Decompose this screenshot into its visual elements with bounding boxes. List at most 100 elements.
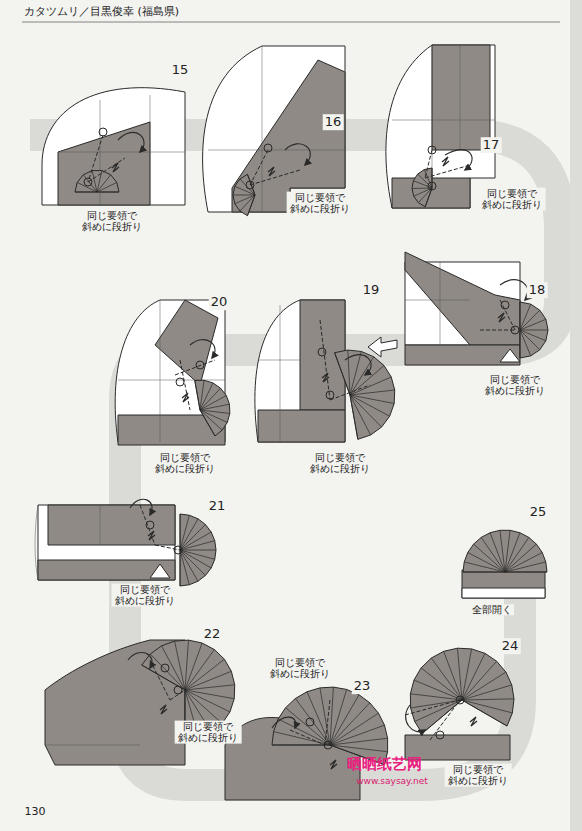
paper-back (405, 252, 520, 345)
pleat-symbol (498, 313, 505, 322)
pleat-line (320, 688, 330, 745)
valley-fold (250, 170, 300, 185)
watermark-url: www.saysay.net (354, 776, 430, 787)
instruction-note: 同じ要領で 斜めに段折り (482, 374, 549, 397)
pleat-line (520, 330, 521, 358)
valley-fold (325, 700, 330, 745)
paper-back (155, 300, 218, 385)
step-number: 24 (500, 638, 521, 654)
pleat-line (462, 700, 512, 713)
pleat-line (185, 650, 214, 690)
paper-face (38, 505, 175, 580)
shell-fan (412, 168, 432, 207)
step-number: 15 (170, 62, 191, 78)
valley-fold (140, 505, 155, 545)
pleat-line (350, 390, 395, 395)
valley-fold (290, 730, 325, 745)
pleat-line (462, 653, 485, 700)
pleat-line (350, 357, 374, 395)
pleat-line (462, 699, 514, 700)
step-figure (462, 530, 547, 598)
paper-back (58, 122, 150, 205)
pleat-line (200, 410, 215, 436)
reference-point (326, 391, 334, 399)
pleat-line (200, 410, 222, 430)
reference-point (174, 546, 182, 554)
turn-over-arrow (368, 337, 397, 357)
pleat-line (520, 330, 548, 331)
pleat-line (278, 719, 330, 745)
step-number: 22 (202, 626, 223, 642)
pleat-symbol (160, 705, 167, 714)
pleat-line (520, 302, 521, 330)
pleat-line (418, 174, 432, 188)
fold-arrow (285, 144, 310, 165)
pleat-line (505, 544, 536, 572)
pleat-line (490, 533, 505, 572)
reference-point (99, 128, 107, 136)
step-number: 20 (209, 294, 230, 310)
pleat-line (413, 181, 432, 188)
pleat-line (180, 550, 215, 559)
pleat-line (463, 572, 505, 573)
paper-back (258, 410, 345, 442)
valley-fold (320, 320, 330, 400)
pleat-symbol (470, 717, 477, 726)
pleat-symbol (148, 531, 155, 540)
paper-back (392, 178, 470, 208)
pleat-line (77, 182, 97, 192)
paper-face (42, 88, 185, 205)
fold-arrow (272, 717, 296, 728)
valley-fold (250, 150, 268, 185)
reference-point (161, 664, 169, 672)
valley-fold (88, 158, 125, 182)
pleat-line (464, 562, 505, 572)
pleat-symbol (330, 760, 337, 769)
step-figure (42, 88, 185, 205)
reference-point (246, 181, 254, 189)
pleat-line (462, 685, 512, 700)
step-number: 17 (481, 137, 502, 153)
step-figure (45, 640, 235, 765)
crease-line (258, 360, 300, 361)
step-figure (386, 45, 495, 208)
shell-fan (75, 171, 119, 192)
pleat-line (520, 330, 546, 341)
paper-face (386, 45, 495, 208)
pleat-line (462, 700, 507, 726)
paper-back (232, 60, 345, 212)
reference-point (436, 731, 444, 739)
pleat-line (180, 515, 189, 550)
reference-point (501, 301, 509, 309)
crease-line (150, 95, 151, 205)
instruction-note: 同じ要領で 斜めに段折り (287, 192, 354, 215)
valley-fold (150, 660, 170, 700)
paper-face (150, 564, 170, 578)
valley-fold (330, 385, 370, 400)
pleat-line (240, 195, 255, 211)
pleat-line (415, 700, 462, 721)
pleat-line (350, 395, 390, 416)
reference-point (176, 378, 184, 386)
step-figure (35, 499, 216, 586)
valley-fold (405, 700, 460, 715)
valley-fold (425, 165, 470, 178)
watermark: 晒晒纸艺网 (345, 755, 424, 773)
pleat-line (432, 168, 433, 188)
crease-line (160, 300, 161, 442)
pleat-line (330, 725, 385, 745)
crease-line (100, 505, 101, 545)
crease-line (118, 380, 225, 381)
paper-back (432, 45, 490, 150)
fold-arrow (190, 340, 215, 358)
shell-fan (272, 687, 388, 765)
pleat-line (457, 648, 462, 700)
instruction-note: 同じ要領で 斜めに段折り (267, 657, 334, 680)
guide-band (30, 135, 560, 785)
pleat-line (468, 552, 505, 572)
pleat-line (195, 380, 200, 410)
pleat-line (350, 395, 382, 427)
valley-fold (155, 545, 180, 550)
